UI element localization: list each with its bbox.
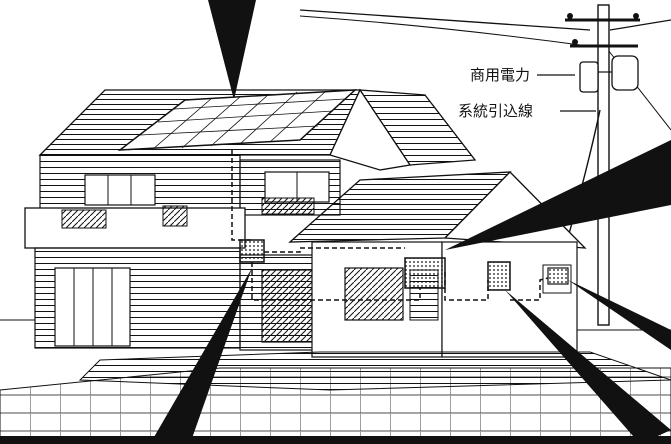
top-pointer: [208, 0, 256, 100]
pointer-right-upper: [445, 140, 671, 250]
service-line-label: 系統引込線: [458, 102, 533, 120]
callout-pointers: [150, 140, 671, 444]
balcony: [24, 197, 315, 249]
main-house-upper: [39, 154, 341, 216]
wiring-routes: [231, 150, 549, 301]
label-group: 商用電力 系統引込線: [458, 66, 596, 120]
main-house-lower: [34, 247, 321, 351]
bottom-band: [0, 436, 671, 444]
pole-transformer-icon: [579, 55, 639, 93]
equipment-boxes: [239, 239, 569, 291]
solar-panel-icon: [117, 89, 358, 151]
utility-pole: [565, 4, 640, 326]
pointer-right-middle: [505, 290, 671, 444]
pointer-left-bottom: [150, 268, 252, 444]
pointer-right-lower: [568, 280, 671, 350]
commercial-power-label: 商用電力: [470, 66, 530, 84]
